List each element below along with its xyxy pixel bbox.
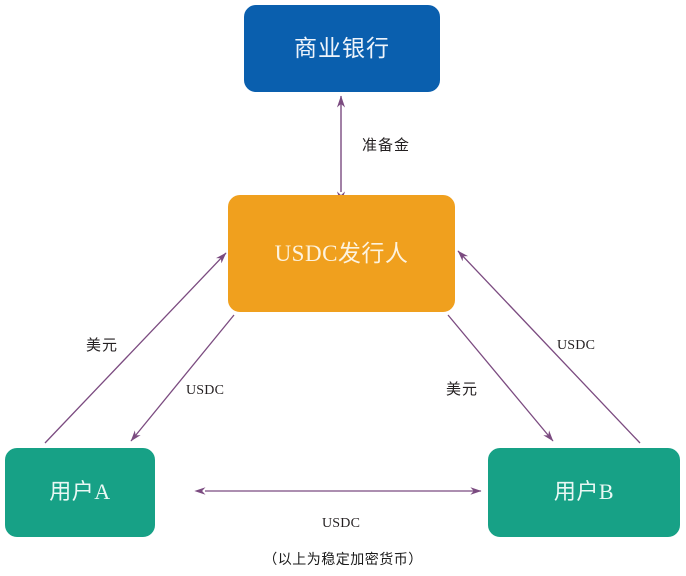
- node-commercial-bank-label: 商业银行: [294, 35, 390, 61]
- edge-label-issuer-userb: 美元: [446, 382, 479, 398]
- edge-label-usera-userb: USDC: [322, 516, 361, 531]
- node-usdc-issuer[interactable]: USDC发行人: [228, 195, 455, 312]
- node-commercial-bank[interactable]: 商业银行: [244, 5, 440, 92]
- edge-usera-issuer: [44, 252, 227, 444]
- edge-label-reserve: 准备金: [362, 138, 411, 154]
- edge-label-userb-issuer: USDC: [557, 338, 596, 353]
- node-user-b[interactable]: 用户B: [488, 448, 680, 537]
- node-user-b-label: 用户B: [553, 479, 615, 505]
- diagram-caption: （以上为稳定加密货币）: [263, 551, 423, 567]
- edge-label-usera-issuer: 美元: [86, 338, 119, 354]
- edge-userb-issuer: [457, 250, 641, 444]
- node-user-a-label: 用户A: [49, 479, 111, 505]
- edge-issuer-usera: [130, 314, 235, 442]
- edge-label-issuer-usera: USDC: [186, 383, 225, 398]
- node-usdc-issuer-label: USDC发行人: [274, 240, 409, 266]
- node-user-a[interactable]: 用户A: [5, 448, 155, 537]
